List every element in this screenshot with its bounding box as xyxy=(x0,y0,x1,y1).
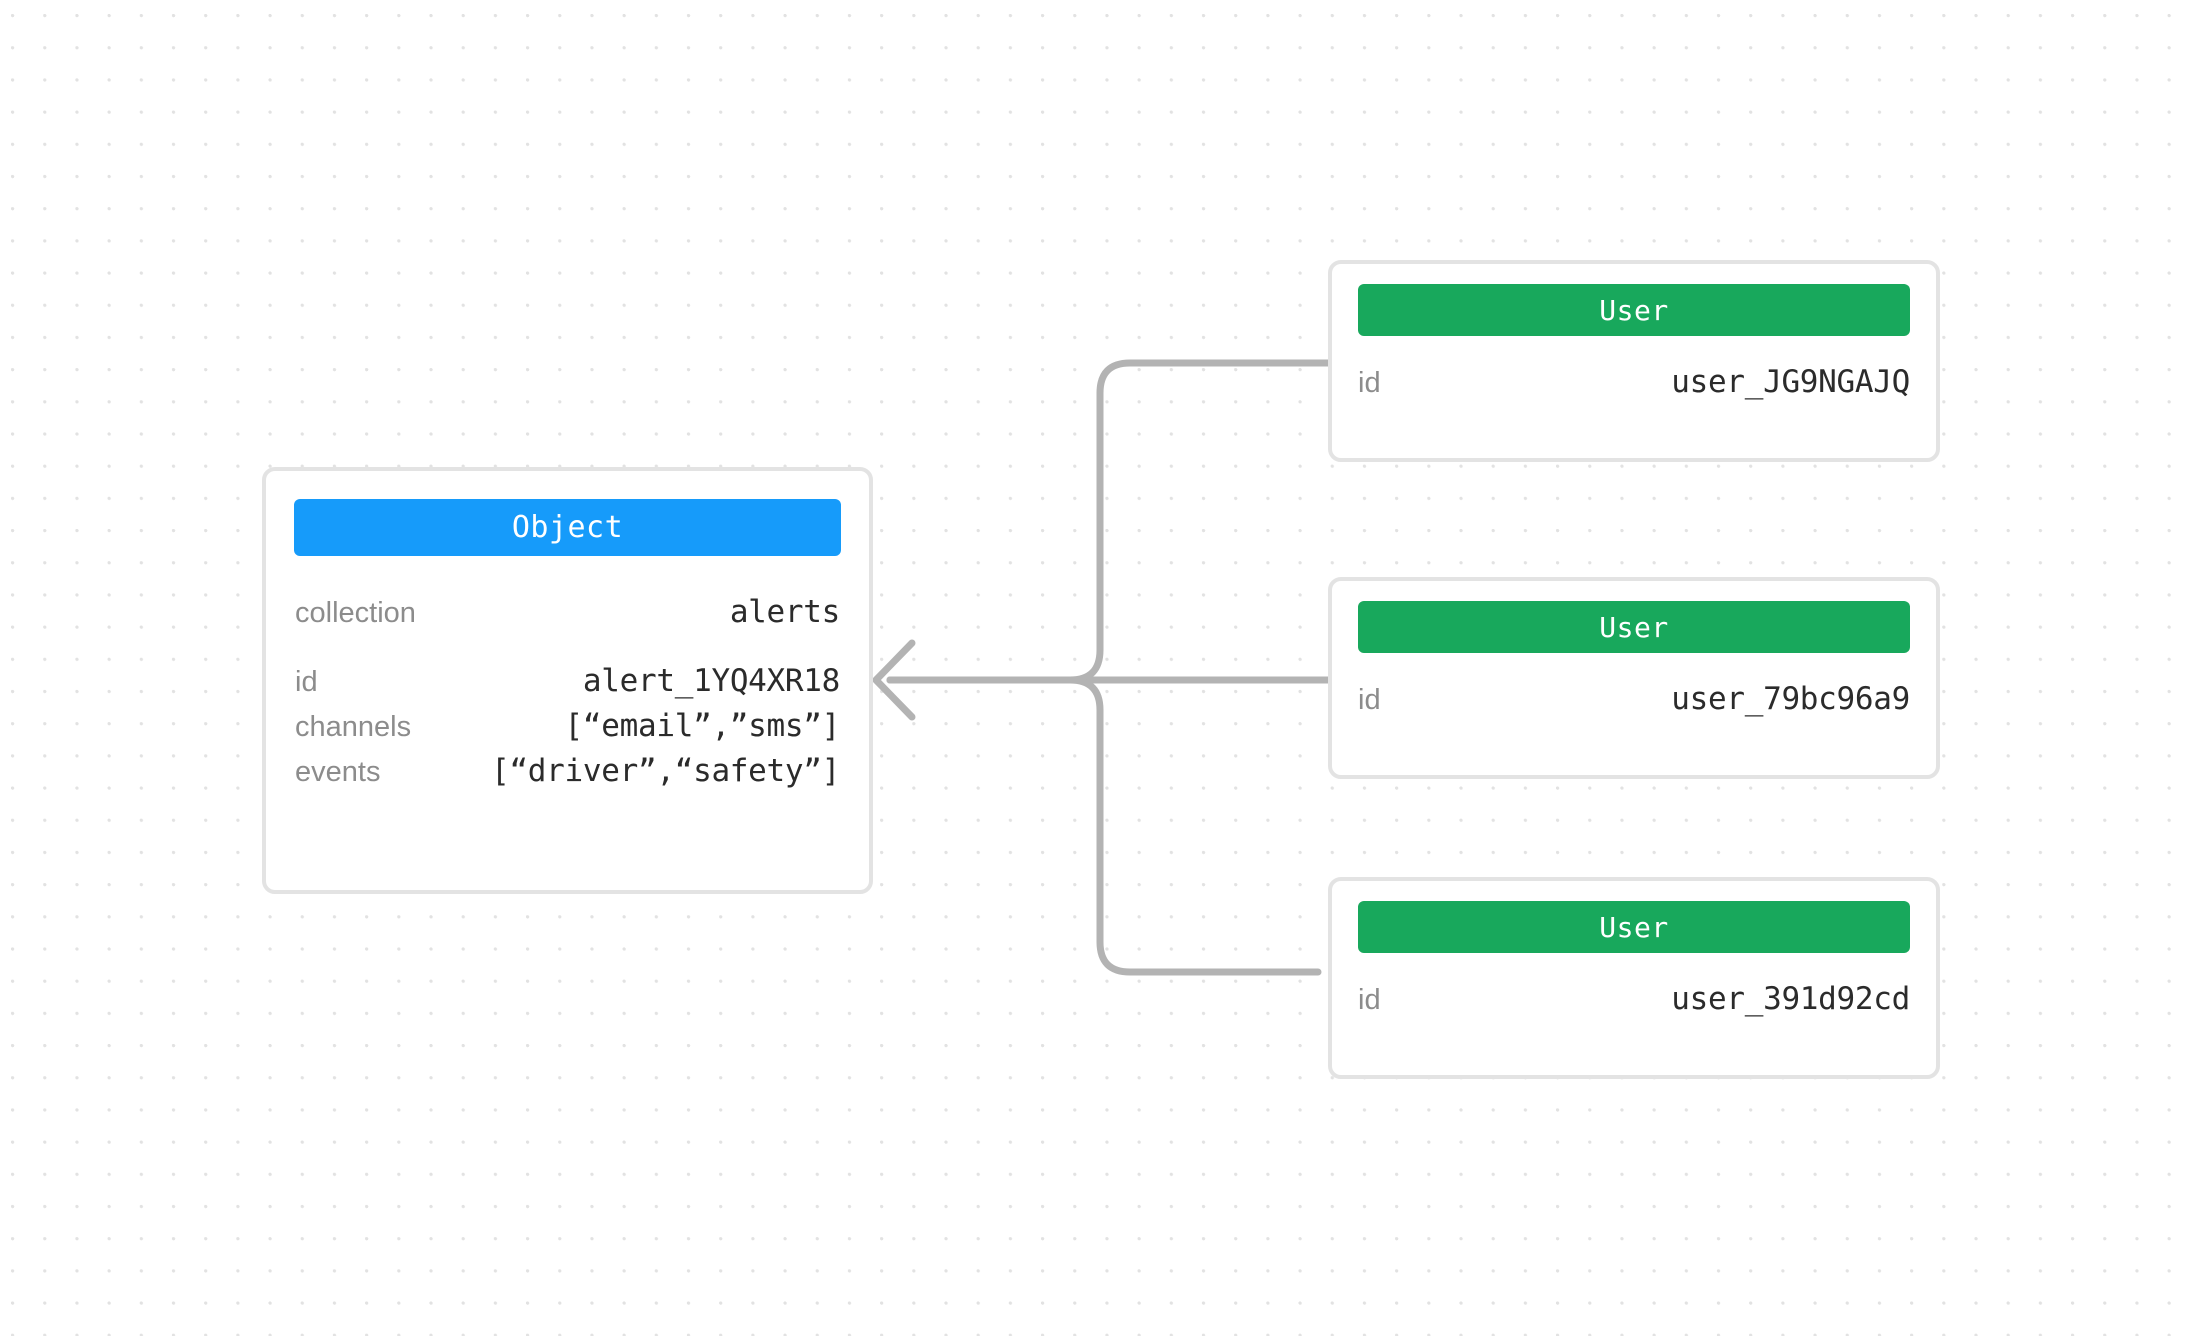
field-key-collection: collection xyxy=(295,597,416,629)
user-node-card[interactable]: User id user_391d92cd xyxy=(1328,877,1940,1079)
user-node-body: id user_391d92cd xyxy=(1332,953,1936,1020)
connector-arrowhead-icon xyxy=(872,639,916,721)
user-node-header[interactable]: User xyxy=(1358,284,1910,336)
user-node-card[interactable]: User id user_JG9NGAJQ xyxy=(1328,260,1940,462)
field-key-id: id xyxy=(295,666,318,698)
field-value-collection: alerts xyxy=(729,594,840,630)
field-key-id: id xyxy=(1358,367,1381,399)
user-node-card[interactable]: User id user_79bc96a9 xyxy=(1328,577,1940,779)
field-value-channels: [“email”,”sms”] xyxy=(564,708,841,744)
user-node-header[interactable]: User xyxy=(1358,901,1910,953)
object-node-header[interactable]: Object xyxy=(294,499,841,556)
connector-edge-user-0 xyxy=(886,359,1336,684)
field-row-id[interactable]: id user_JG9NGAJQ xyxy=(1358,362,1910,403)
user-node-body: id user_JG9NGAJQ xyxy=(1332,336,1936,403)
field-row-id[interactable]: id user_79bc96a9 xyxy=(1358,679,1910,720)
object-node-card[interactable]: Object collection alerts id alert_1YQ4XR… xyxy=(262,467,873,894)
field-row-id[interactable]: id alert_1YQ4XR18 xyxy=(295,659,840,704)
field-row-id[interactable]: id user_391d92cd xyxy=(1358,979,1910,1020)
field-key-channels: channels xyxy=(295,711,412,743)
field-value-id: user_79bc96a9 xyxy=(1671,681,1910,717)
field-value-events: [“driver”,“safety”] xyxy=(491,753,840,789)
field-row-channels[interactable]: channels [“email”,”sms”] xyxy=(295,704,840,749)
field-value-id: alert_1YQ4XR18 xyxy=(582,663,840,699)
user-node-header[interactable]: User xyxy=(1358,601,1910,653)
field-key-id: id xyxy=(1358,684,1381,716)
field-row-events[interactable]: events [“driver”,“safety”] xyxy=(295,749,840,794)
object-node-body: collection alerts id alert_1YQ4XR18 chan… xyxy=(266,556,869,794)
field-key-events: events xyxy=(295,756,381,788)
field-key-id: id xyxy=(1358,984,1381,1016)
field-value-id: user_JG9NGAJQ xyxy=(1671,364,1910,400)
user-node-body: id user_79bc96a9 xyxy=(1332,653,1936,720)
field-group-divider xyxy=(295,635,840,659)
field-row-collection[interactable]: collection alerts xyxy=(295,590,840,635)
connector-edge-user-2 xyxy=(886,676,1322,976)
field-value-id: user_391d92cd xyxy=(1671,981,1910,1017)
